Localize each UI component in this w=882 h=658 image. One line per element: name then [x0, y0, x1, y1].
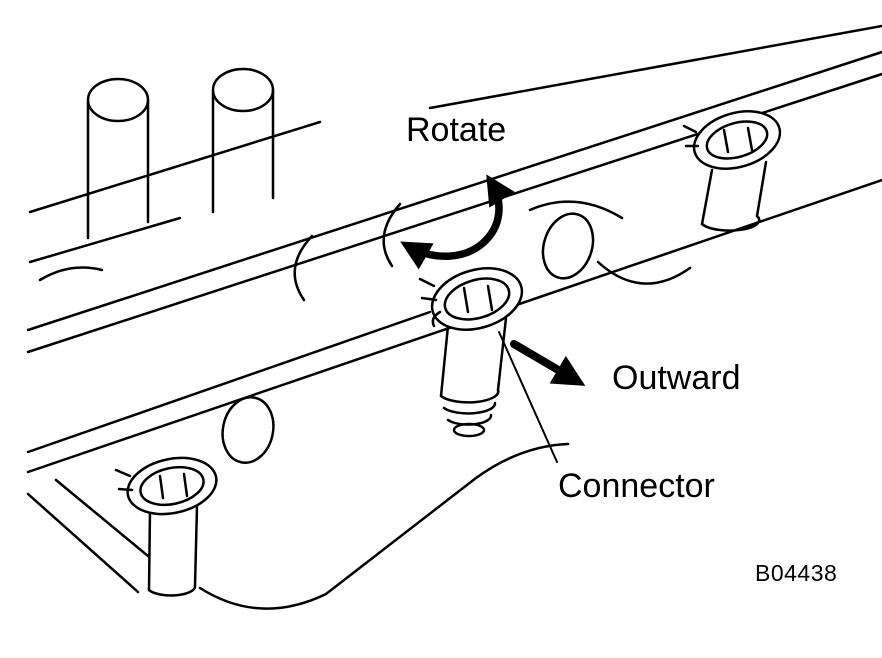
outward-label: Outward — [612, 359, 741, 397]
connector-leader-line — [498, 331, 558, 463]
injector-connector-bottom-left — [114, 456, 218, 597]
casting-details — [26, 200, 692, 610]
outward-arrow-icon — [510, 340, 586, 386]
injector-connector-top-right — [682, 110, 782, 232]
rotate-label: Rotate — [406, 111, 507, 149]
rotate-arrow-icon — [400, 174, 515, 270]
figure-id-label: B04438 — [755, 560, 838, 586]
fuel-rail — [26, 24, 882, 474]
cylinder-head-bosses — [28, 67, 322, 282]
connector-label: Connector — [558, 467, 715, 505]
injector-connector-middle — [418, 267, 524, 438]
